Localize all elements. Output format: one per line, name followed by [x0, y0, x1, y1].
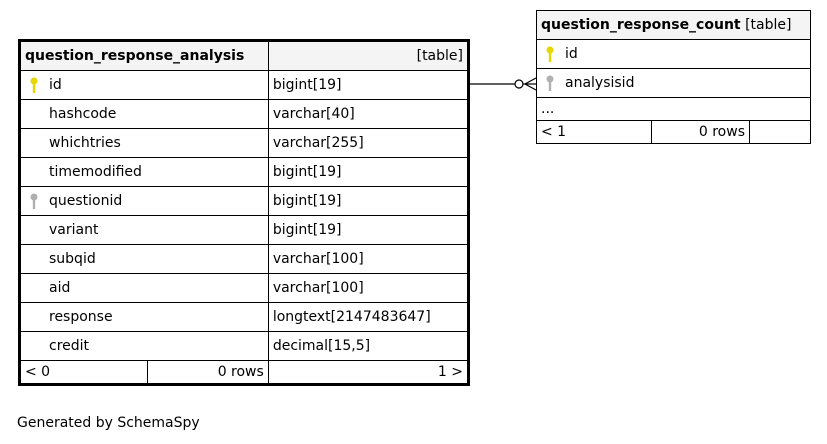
column-row-credit: credit decimal[15,5]	[19, 331, 470, 361]
column-row-timemodified: timemodified bigint[19]	[19, 157, 470, 187]
column-type: varchar[100]	[267, 244, 470, 274]
column-name-text: response	[49, 309, 113, 325]
column-name[interactable]: response	[19, 302, 269, 332]
column-name-text: variant	[49, 222, 99, 238]
column-name-text: credit	[49, 338, 90, 354]
column-name-text: questionid	[49, 193, 123, 209]
generated-by-label: Generated by SchemaSpy	[17, 415, 200, 431]
column-row-hashcode: hashcode varchar[40]	[19, 99, 470, 129]
table-header: question_response_analysis [table]	[19, 40, 470, 71]
column-name[interactable]: questionid	[19, 186, 269, 216]
foreign-key-icon	[546, 75, 554, 91]
column-type: decimal[15,5]	[267, 331, 470, 361]
column-name[interactable]: aid	[19, 273, 269, 303]
table-title-cell: question_response_count [table]	[536, 10, 811, 40]
table-name[interactable]: question_response_analysis	[19, 40, 269, 71]
column-type: longtext[2147483647]	[267, 302, 470, 332]
column-type: bigint[19]	[267, 186, 470, 216]
row-count: 0 rows	[147, 360, 269, 385]
column-name[interactable]: timemodified	[19, 157, 269, 187]
column-type: varchar[255]	[267, 128, 470, 158]
ellipsis-row: ...	[536, 97, 811, 121]
column-row-variant: variant bigint[19]	[19, 215, 470, 245]
question-response-count-table: question_response_count [table] id analys…	[536, 10, 811, 144]
table-type-label: [table]	[745, 17, 792, 33]
column-name[interactable]: subqid	[19, 244, 269, 274]
column-name-text: subqid	[49, 251, 96, 267]
parents-count[interactable]: < 1	[536, 120, 652, 144]
column-name-text: analysisid	[565, 75, 635, 91]
table-footer: < 0 0 rows 1 >	[19, 360, 470, 385]
children-count[interactable]: 1 >	[267, 360, 470, 385]
column-row-response: response longtext[2147483647]	[19, 302, 470, 332]
column-name-text: timemodified	[49, 164, 142, 180]
question-response-analysis-table: question_response_analysis [table] id big…	[18, 39, 470, 386]
column-row-questionid: questionid bigint[19]	[19, 186, 470, 216]
table-name[interactable]: question_response_count	[541, 17, 741, 33]
column-name-text: aid	[49, 280, 71, 296]
column-name[interactable]: analysisid	[536, 68, 811, 98]
column-name[interactable]: id	[536, 39, 811, 69]
column-name-text: whichtries	[49, 135, 121, 151]
row-count: 0 rows	[651, 120, 750, 144]
column-row-aid: aid varchar[100]	[19, 273, 470, 303]
column-type: varchar[100]	[267, 273, 470, 303]
column-type: bigint[19]	[267, 215, 470, 245]
column-name[interactable]: variant	[19, 215, 269, 245]
children-count[interactable]	[749, 120, 811, 144]
column-row-subqid: subqid varchar[100]	[19, 244, 470, 274]
column-name[interactable]: whichtries	[19, 128, 269, 158]
parents-count[interactable]: < 0	[19, 360, 148, 385]
column-name-text: hashcode	[49, 106, 117, 122]
column-type: bigint[19]	[267, 157, 470, 187]
column-row-whichtries: whichtries varchar[255]	[19, 128, 470, 158]
column-name-text: id	[565, 46, 578, 62]
table-footer: < 1 0 rows	[536, 120, 811, 144]
column-name[interactable]: credit	[19, 331, 269, 361]
column-name[interactable]: hashcode	[19, 99, 269, 129]
primary-key-icon	[546, 46, 554, 62]
foreign-key-icon	[30, 193, 38, 209]
primary-key-icon	[30, 77, 38, 93]
column-type: varchar[40]	[267, 99, 470, 129]
column-row-analysisid: analysisid	[536, 68, 811, 98]
column-row-id: id	[536, 39, 811, 69]
column-name-text: id	[49, 77, 62, 93]
ellipsis: ...	[536, 97, 811, 121]
table-header: question_response_count [table]	[536, 10, 811, 40]
column-row-id: id bigint[19]	[19, 70, 470, 100]
table-type-label: [table]	[267, 40, 470, 71]
column-type: bigint[19]	[267, 70, 470, 100]
column-name[interactable]: id	[19, 70, 269, 100]
